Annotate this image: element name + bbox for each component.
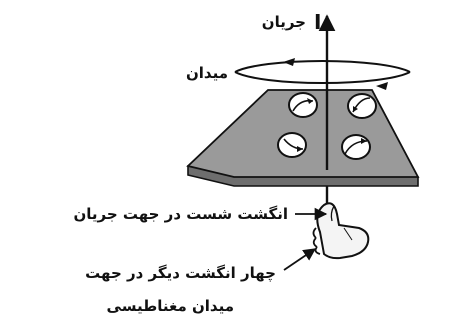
- current-label: جریان: [262, 13, 306, 31]
- field-loop-back: [234, 59, 411, 73]
- field-label: میدان: [186, 64, 228, 82]
- compass-front-left: [277, 132, 307, 158]
- compass-back-left: [288, 92, 318, 118]
- right-hand-thumb-up-icon: [312, 202, 370, 260]
- thumb-label: انگشت شست در جهت جریان: [73, 205, 288, 223]
- fingers-label-line1: چهار انگشت دیگر در جهت: [85, 264, 276, 283]
- current-symbol: I: [314, 10, 321, 34]
- fingers-callout-arrow: [283, 248, 317, 271]
- fingers-label-line2: میدان مغناطیسی: [107, 297, 234, 315]
- field-arrow-icon: [376, 82, 388, 90]
- field-arrow-icon: [283, 58, 295, 66]
- compass-front-right: [341, 134, 371, 160]
- field-loop-front: [234, 71, 411, 85]
- compass-back-right: [347, 93, 377, 119]
